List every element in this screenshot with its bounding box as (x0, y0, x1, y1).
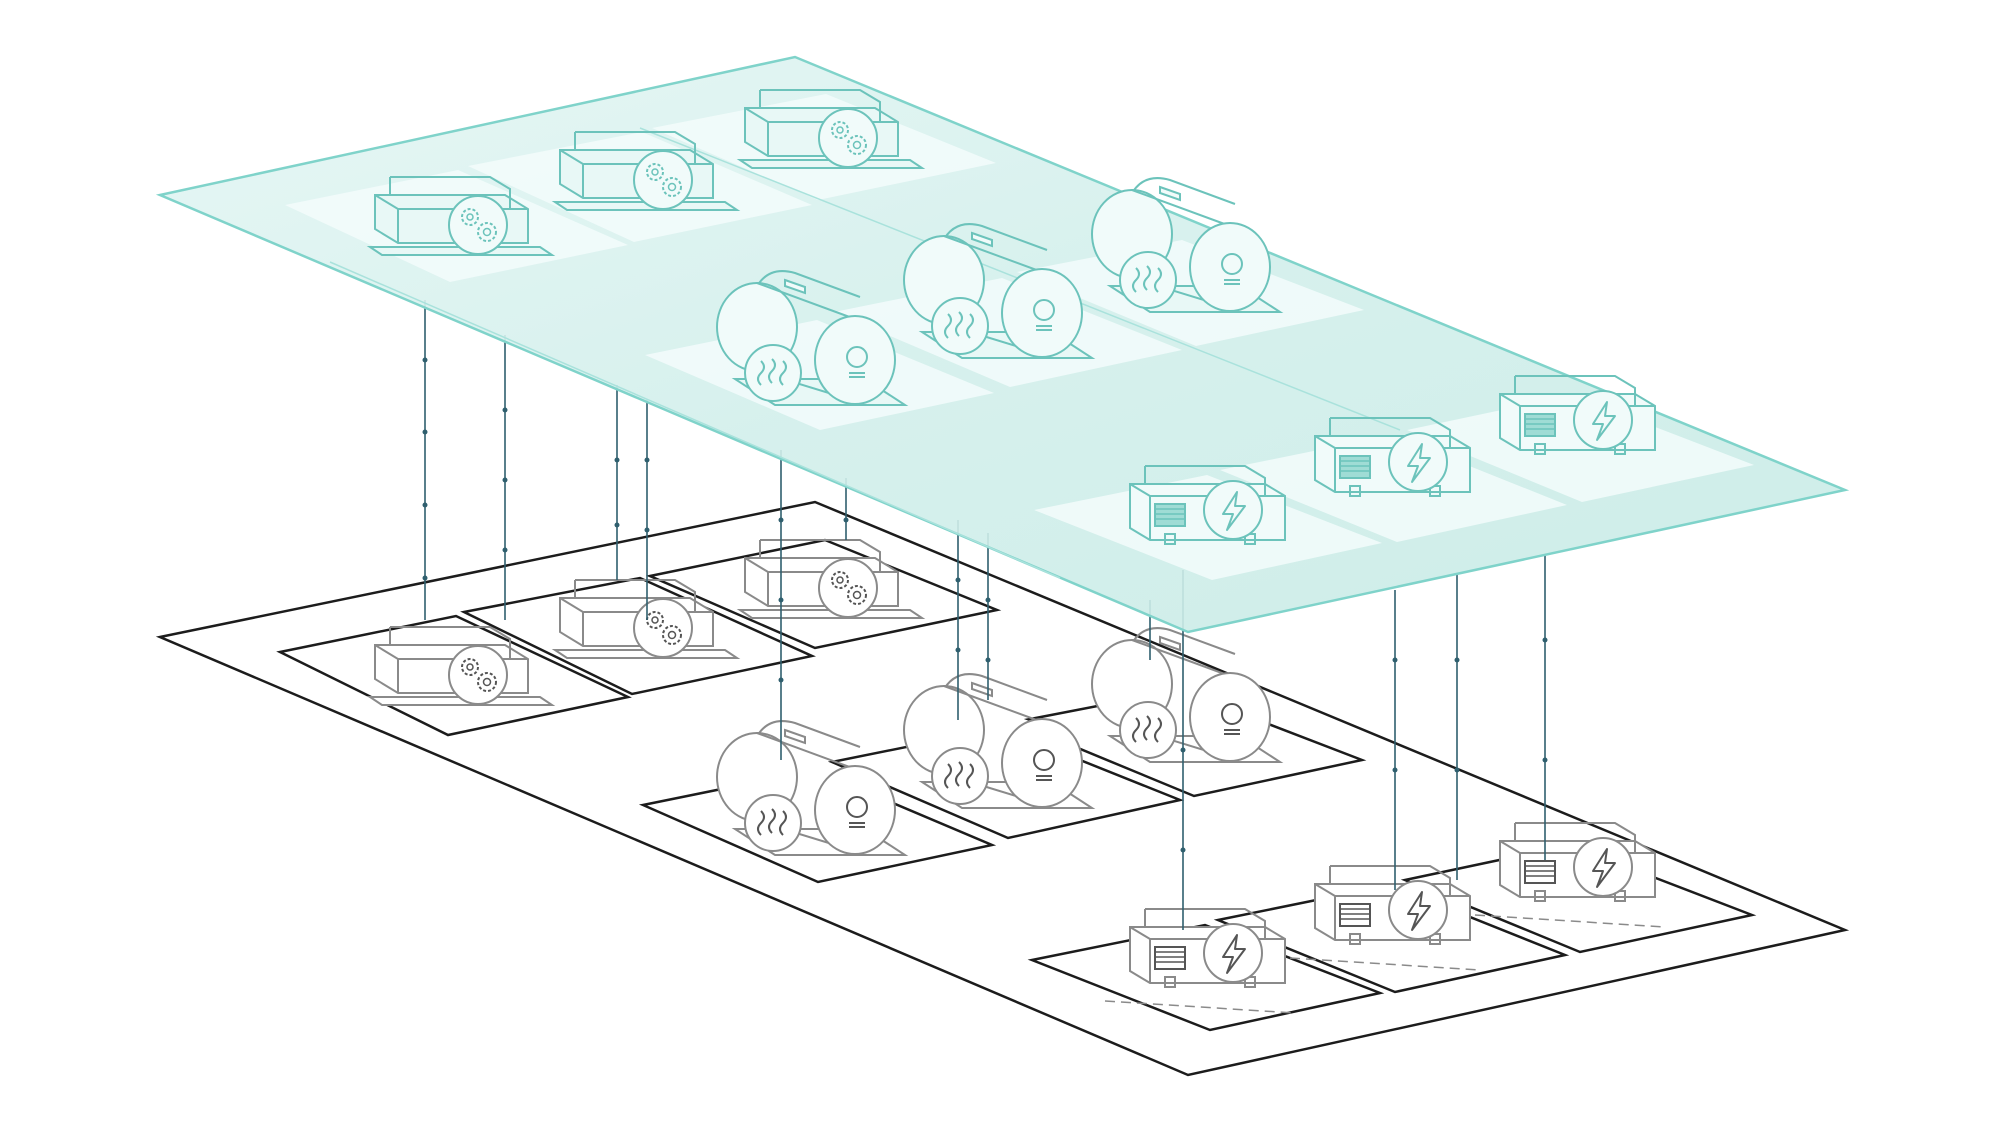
physical-boiler-3[interactable] (1091, 627, 1281, 763)
virtual-layer (155, 55, 1850, 634)
physical-pad-gear-2 (460, 576, 816, 696)
physical-pad-gear-3 (645, 538, 1002, 650)
connector-dots (422, 357, 1548, 853)
physical-layer (155, 500, 1850, 1077)
